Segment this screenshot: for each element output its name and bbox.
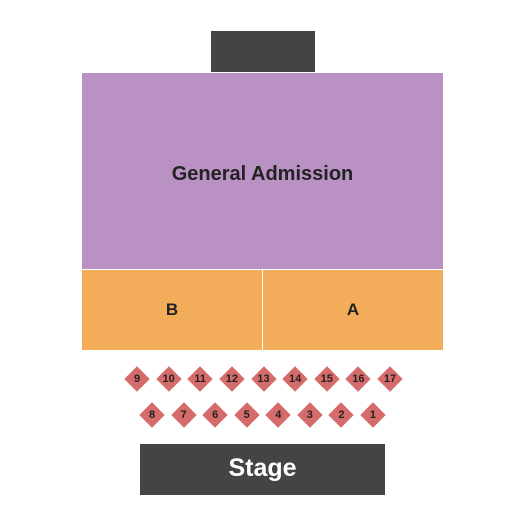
table-2[interactable]: 2	[328, 402, 355, 428]
table-number: 7	[180, 409, 187, 421]
table-number: 14	[289, 373, 302, 385]
table-16[interactable]: 16	[345, 366, 372, 392]
table-number: 6	[212, 409, 219, 421]
table-number: 11	[194, 373, 207, 385]
table-14[interactable]: 14	[282, 366, 308, 392]
table-number: 16	[352, 373, 365, 385]
table-number: 3	[306, 409, 313, 421]
table-17[interactable]: 17	[377, 366, 403, 392]
table-number: 4	[275, 409, 282, 421]
table-number: 17	[383, 373, 397, 385]
table-number: 10	[162, 373, 175, 385]
table-number: 9	[133, 373, 141, 385]
table-3[interactable]: 3	[297, 402, 323, 428]
table-number: 2	[338, 409, 345, 421]
table-13[interactable]: 13	[250, 366, 277, 392]
section-general-admission[interactable]: General Admission	[82, 72, 443, 269]
section-b[interactable]: B	[82, 270, 262, 350]
table-1[interactable]: 1	[360, 402, 386, 428]
table-11[interactable]: 11	[187, 366, 213, 392]
section-label-a: A	[346, 300, 360, 319]
table-7[interactable]: 7	[170, 402, 197, 428]
table-number: 13	[257, 373, 270, 385]
stage: Stage	[140, 444, 385, 495]
table-number: 1	[369, 409, 377, 421]
table-5[interactable]: 5	[233, 402, 260, 428]
table-6[interactable]: 6	[202, 402, 228, 428]
table-15[interactable]: 15	[314, 366, 340, 392]
table-9[interactable]: 9	[124, 366, 150, 392]
table-12[interactable]: 12	[219, 366, 245, 392]
table-number: 12	[225, 373, 238, 385]
section-label-general-admission: General Admission	[171, 163, 354, 185]
section-label-b: B	[165, 300, 179, 319]
top-structure	[211, 31, 315, 72]
table-number: 8	[148, 409, 156, 421]
table-number: 15	[320, 373, 333, 385]
table-8[interactable]: 8	[139, 402, 165, 428]
table-10[interactable]: 10	[155, 366, 182, 392]
stage-label: Stage	[228, 454, 297, 482]
table-number: 5	[243, 409, 250, 421]
section-a[interactable]: A	[263, 270, 443, 350]
table-4[interactable]: 4	[265, 402, 291, 428]
